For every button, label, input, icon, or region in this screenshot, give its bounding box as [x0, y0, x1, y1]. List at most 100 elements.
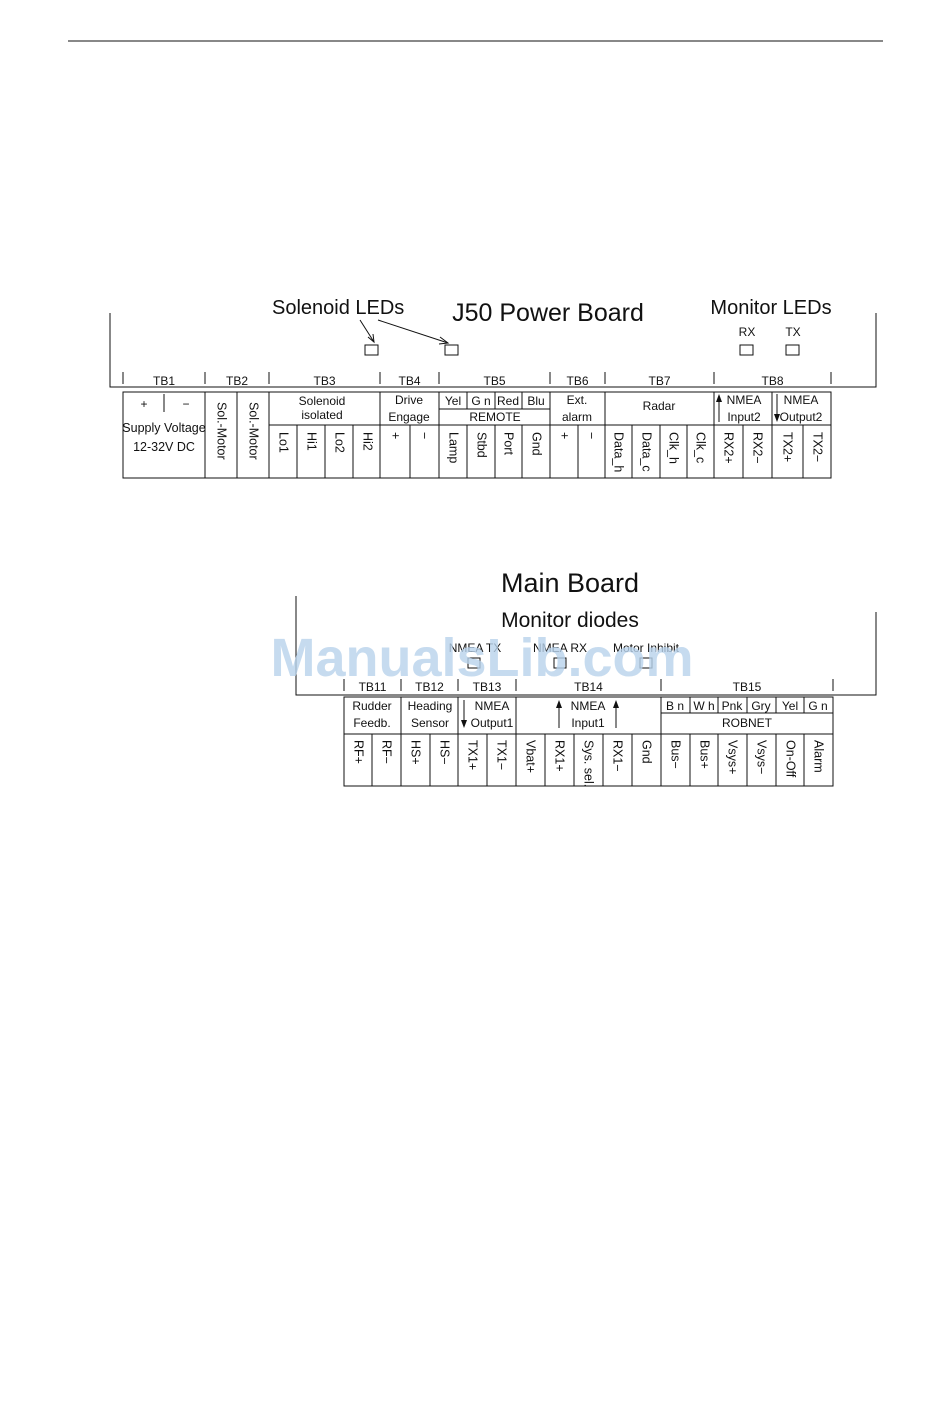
output2-arrow-head	[774, 414, 780, 422]
tb13-label-2: Output1	[471, 716, 514, 730]
mb-terminal-rx1-9: RX1−	[611, 740, 625, 772]
mb-terminal-vsys-14: Vsys−	[755, 740, 769, 774]
block-label-tb6: TB6	[566, 374, 588, 388]
pb-terminal-sol-motor-0: Sol.-Motor	[215, 402, 229, 460]
mb-terminal-sys-sel-8: Sys. sel.	[582, 740, 596, 787]
block-label-tb7: TB7	[648, 374, 670, 388]
pb-terminal-hi1-3: Hi1	[305, 432, 319, 451]
pb-terminal--12: +	[558, 432, 572, 439]
tb15-color-pnk: Pnk	[722, 699, 744, 713]
tb15-color-gry: Gry	[751, 699, 770, 713]
tb8-input-label-2: Input2	[727, 410, 761, 424]
block-label-tb12: TB12	[415, 680, 444, 694]
pb-terminal-port-10: Port	[502, 432, 516, 455]
mb-terminal-alarm-16: Alarm	[812, 740, 826, 773]
tb11-label-2: Feedb.	[353, 716, 390, 730]
power-board-outline	[109, 313, 877, 388]
tb11-label-1: Rudder	[352, 699, 391, 713]
pb-terminal--13: −	[585, 432, 599, 439]
input1-arrow-b-head	[613, 700, 619, 708]
rx-led	[739, 344, 754, 356]
block-label-tb3: TB3	[313, 374, 335, 388]
tb1-plus: +	[140, 397, 147, 411]
tb3-label-1: Solenoid	[299, 394, 346, 408]
mb-terminal-bus-12: Bus+	[698, 740, 712, 769]
pb-terminal--7: −	[418, 432, 432, 439]
rx-led-label: RX	[739, 325, 756, 339]
mb-terminal-gnd-10: Gnd	[640, 740, 654, 764]
tb14-label-2: Input1	[571, 716, 605, 730]
tb1-voltage-label: 12-32V DC	[133, 440, 195, 454]
watermark: ManualsLib.com	[270, 628, 693, 688]
mb-terminal-tx1-4: TX1+	[466, 740, 480, 770]
arrow-line-2	[377, 319, 449, 344]
block-label-tb15: TB15	[733, 680, 762, 694]
input2-arrow-head	[716, 394, 722, 402]
tb3-label-2: isolated	[301, 408, 342, 422]
tb4-label-1: Drive	[395, 393, 423, 407]
solenoid-led-1	[364, 344, 379, 356]
pb-terminal-rx2-18: RX2+	[722, 432, 736, 464]
tb1-minus: −	[182, 397, 189, 411]
nmea-tx-diode	[467, 657, 481, 669]
pb-terminal--6: +	[389, 432, 403, 439]
mb-terminal-rf-0: RF+	[352, 740, 366, 764]
pb-terminal-hi2-5: Hi2	[361, 432, 375, 451]
mb-terminal-on-off-15: On-Off	[784, 740, 798, 778]
mb-terminal-hs-2: HS+	[409, 740, 423, 765]
mb-terminal-tx1-5: TX1−	[495, 740, 509, 770]
tb5-color-red: Red	[497, 394, 519, 408]
tb15-color-yel: Yel	[782, 699, 798, 713]
arrow-head-2	[438, 336, 450, 345]
tb6-label-2: alarm	[562, 410, 592, 424]
pb-terminal-lo1-2: Lo1	[277, 432, 291, 453]
block-label-tb4: TB4	[398, 374, 420, 388]
monitor-leds-label: Monitor LEDs	[710, 297, 831, 319]
block-label-tb14: TB14	[574, 680, 603, 694]
mb-terminal-hs-3: HS−	[438, 740, 452, 765]
tb8-output-label-1: NMEA	[784, 393, 819, 407]
mb-terminal-vsys-13: Vsys+	[726, 740, 740, 774]
pb-terminal-tx2-21: TX2−	[811, 432, 825, 462]
block-label-tb1: TB1	[153, 374, 175, 388]
main-terminal-block	[343, 696, 834, 787]
pb-terminal-data-c-15: Data_c	[640, 432, 654, 472]
pb-terminal-clk-c-17: Clk_c	[694, 432, 708, 463]
power-board-title: J50 Power Board	[452, 299, 644, 327]
block-label-tb5: TB5	[483, 374, 505, 388]
tb5-color-blu: Blu	[527, 394, 544, 408]
input1-arrow-a-head	[556, 700, 562, 708]
mb-terminal-rf-1: RF−	[380, 740, 394, 764]
pb-terminal-tx2-20: TX2+	[781, 432, 795, 462]
pb-terminal-stbd-9: Stbd	[475, 432, 489, 458]
motor-inhibit-diode	[639, 657, 653, 669]
tb4-label-2: Engage	[388, 410, 430, 424]
pb-terminal-sol-motor-1: Sol.-Motor	[247, 402, 261, 460]
diode-label-nmea-tx: NMEA TX	[449, 641, 501, 655]
tb15-color-b-n: B n	[666, 699, 684, 713]
tb12-label-2: Sensor	[411, 716, 449, 730]
tb8-input-label-1: NMEA	[727, 393, 762, 407]
arrow-line-1	[359, 319, 375, 343]
block-label-tb11: TB11	[359, 680, 387, 694]
tb5-color-g-n: G n	[471, 394, 490, 408]
main-board-outline	[295, 596, 877, 696]
tb5-remote-label: REMOTE	[469, 410, 520, 424]
tb8-output-label-2: Output2	[780, 410, 823, 424]
mb-terminal-vbat-6: Vbat+	[524, 740, 538, 773]
pb-terminal-lamp-8: Lamp	[447, 432, 461, 463]
mb-terminal-bus-11: Bus−	[669, 740, 683, 769]
pb-terminal-lo2-4: Lo2	[333, 432, 347, 453]
diode-label-nmea-rx: NMEA RX	[533, 641, 587, 655]
diode-label-motor-inhibit: Motor Inhibit	[613, 641, 680, 655]
tb5-color-yel: Yel	[445, 394, 461, 408]
solenoid-led-2	[444, 344, 459, 356]
block-label-tb2: TB2	[226, 374, 248, 388]
tb15-color-w-h: W h	[693, 699, 714, 713]
pb-terminal-rx2-19: RX2−	[751, 432, 765, 464]
main-board: Main Board Monitor diodes NMEA TX NMEA R…	[295, 568, 877, 787]
pb-terminal-data-h-14: Data_h	[612, 432, 626, 472]
mb-terminal-rx1-7: RX1+	[553, 740, 567, 772]
tb1-supply-label: Supply Voltage	[122, 421, 205, 435]
arrow-head-1	[367, 333, 375, 344]
